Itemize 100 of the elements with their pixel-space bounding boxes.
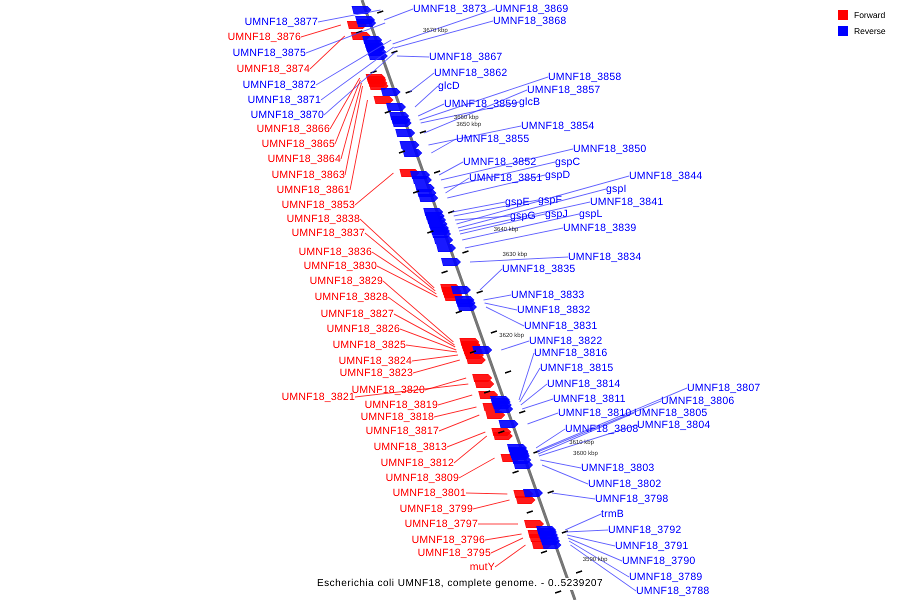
gene-label: UMNF18_3876	[228, 30, 301, 44]
leader-line	[300, 24, 342, 38]
leader-line	[434, 406, 477, 418]
gene-label: UMNF18_3814	[547, 378, 620, 390]
gene-label: UMNF18_3852	[463, 156, 536, 168]
leader-line	[354, 384, 469, 398]
gene-label: UMNF18_3797	[404, 518, 478, 530]
leader-line	[388, 296, 455, 346]
leader-line	[438, 162, 464, 176]
gene-label: UMNF18_3812	[380, 456, 454, 470]
leader-line	[472, 500, 510, 510]
leader-line	[464, 228, 564, 248]
gene-label: gspL	[579, 208, 603, 220]
leader-line	[462, 214, 580, 240]
leader-line	[518, 352, 534, 400]
gene-label: UMNF18_3820	[352, 384, 425, 396]
gene-label: UMNF18_3788	[636, 584, 710, 598]
gene-label: UMNF18_3792	[608, 524, 682, 536]
leader-line	[414, 86, 438, 108]
legend-label: Reverse	[854, 26, 886, 36]
leader-line	[340, 82, 362, 160]
gene-label: UMNF18_3859	[444, 98, 518, 110]
gene-label: UMNF18_3825	[332, 338, 406, 352]
gene-label: gspJ	[545, 208, 568, 220]
leader-line	[457, 188, 606, 228]
gene-label: UMNF18_3872	[242, 78, 316, 92]
gene-label: UMNF18_3799	[400, 502, 473, 516]
leader-line	[522, 398, 554, 410]
leader-line	[490, 538, 524, 554]
gene-label: UMNF18_3828	[314, 290, 388, 304]
gene-label: UMNF18_3831	[524, 320, 598, 332]
gene-label: UMNF18_3829	[310, 274, 383, 288]
gene-label: UMNF18_3863	[272, 168, 345, 182]
gene-label: UMNF18_3827	[320, 308, 394, 320]
gene-label: UMNF18_3850	[573, 142, 646, 156]
leader-line	[412, 360, 460, 374]
gene-label: UMNF18_3868	[493, 14, 566, 28]
leader-line	[330, 78, 360, 130]
gene-label: UMNF18_3864	[268, 152, 341, 166]
leader-line	[406, 344, 458, 352]
leader-line	[418, 104, 444, 116]
leader-line	[568, 540, 630, 578]
gene-label: gspI	[606, 182, 627, 196]
gene-label: UMNF18_3826	[326, 322, 400, 336]
leader-line	[419, 76, 548, 120]
gene-label: glcB	[519, 96, 540, 108]
gene-label: UMNF18_3789	[629, 570, 702, 584]
gene-label: UMNF18_3838	[286, 212, 360, 226]
leader-line	[453, 200, 538, 216]
leader-line	[570, 544, 636, 592]
leader-line	[376, 266, 438, 298]
gene-label: UMNF18_3805	[634, 406, 708, 420]
legend-label: Forward	[854, 10, 886, 20]
leader-line	[310, 36, 346, 70]
gene-label: UMNF18_3869	[495, 2, 568, 16]
gene-label: UMNF18_3875	[232, 46, 306, 60]
leader-line	[519, 368, 540, 402]
leader-line	[466, 492, 508, 494]
leader-line	[443, 162, 556, 188]
leader-line	[494, 544, 526, 568]
leader-line	[430, 138, 456, 154]
gene-label: UMNF18_3810	[558, 406, 632, 420]
gene-label: trmB	[601, 508, 624, 520]
leader-line	[460, 214, 546, 234]
gene-label: UMNF18_3839	[563, 222, 636, 234]
leader-line	[360, 218, 435, 288]
leader-line	[538, 412, 634, 454]
gene-label: UMNF18_3858	[548, 70, 622, 84]
leader-line	[318, 10, 382, 22]
gene-label: UMNF18_3874	[236, 62, 310, 76]
gene-label: UMNF18_3865	[262, 138, 335, 150]
gene-label: UMNF18_3871	[248, 94, 321, 106]
leader-line	[394, 314, 456, 348]
gene-label: UMNF18_3867	[429, 50, 502, 64]
leader-line	[424, 90, 528, 134]
gene-label: UMNF18_3811	[553, 392, 626, 406]
leader-line	[424, 378, 467, 390]
gene-label: UMNF18_3853	[282, 198, 355, 212]
leader-line	[316, 40, 392, 86]
leader-line	[527, 412, 558, 424]
leader-line	[354, 172, 394, 206]
gene-label: UMNF18_3796	[412, 534, 485, 546]
gene-label: UMNF18_3835	[502, 262, 576, 276]
leader-line	[456, 176, 630, 224]
gene-label: UMNF18_3823	[340, 366, 413, 380]
gene-label: UMNF18_3806	[661, 394, 734, 408]
leader-line	[382, 280, 454, 342]
leader-line	[440, 148, 574, 180]
gene-label: UMNF18_3791	[615, 540, 688, 552]
leader-line	[428, 126, 522, 146]
gene-label: UMNF18_3790	[622, 554, 696, 568]
leader-line	[420, 102, 520, 124]
gene-label: UMNF18_3870	[250, 108, 324, 122]
leader-line	[350, 100, 368, 190]
leader-line	[542, 464, 588, 484]
leader-line	[565, 530, 608, 532]
gene-label: UMNF18_3837	[292, 226, 365, 240]
leader-line	[392, 8, 496, 44]
leader-line	[458, 458, 496, 478]
leader-line	[412, 354, 459, 362]
